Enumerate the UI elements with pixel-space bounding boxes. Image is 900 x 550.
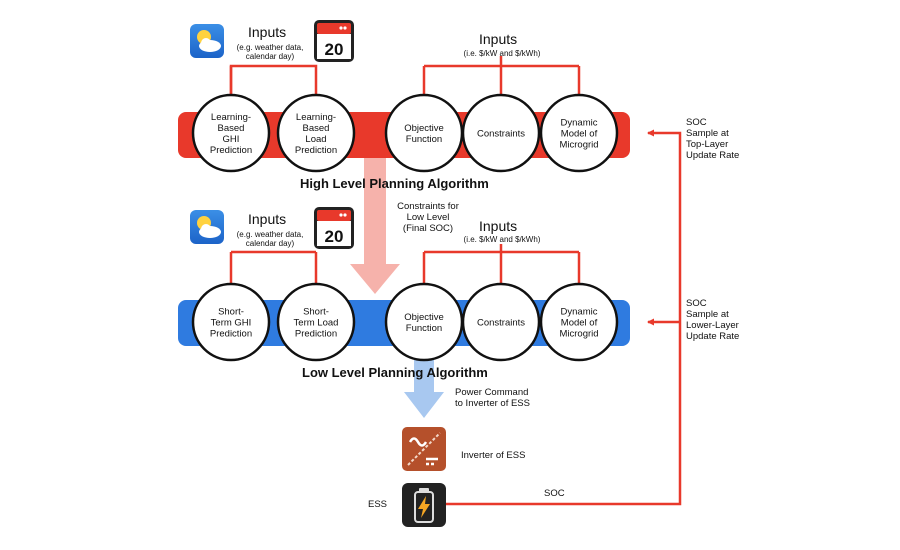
low-node-label: Objective — [404, 312, 444, 323]
low-node-label: Term Load — [294, 318, 339, 329]
note-line: calendar day) — [245, 52, 295, 62]
calendar-day: 20 — [325, 227, 344, 246]
power-command-arrow — [404, 352, 444, 418]
high-node-1 — [191, 93, 271, 173]
high-node-label: Based — [218, 123, 245, 134]
calendar-icon: 20 — [314, 207, 354, 249]
high-node-label: Constraints — [477, 129, 525, 140]
low-node-label: Model of — [561, 318, 598, 329]
note-line: Constraints for — [397, 201, 459, 212]
low-inputs-left-note: (e.g. weather data, calendar day) — [230, 230, 310, 248]
low-inputs-right-title: Inputs — [479, 218, 518, 234]
high-node-2 — [276, 93, 356, 173]
low-node-label: Dynamic — [561, 307, 598, 318]
constraints-transfer-arrow — [350, 152, 400, 294]
low-node-label: Constraints — [477, 318, 525, 329]
low-node-label: Microgrid — [559, 329, 598, 340]
battery-icon — [402, 483, 446, 527]
low-level-title: Low Level Planning Algorithm — [302, 365, 488, 380]
ess-label: ESS — [368, 499, 388, 510]
high-level-nodes: Learning-BasedGHIPredictionLearning-Base… — [191, 93, 619, 173]
high-node-label: Learning- — [211, 112, 251, 123]
high-node-label: Prediction — [295, 145, 337, 156]
note-line: Sample at — [686, 308, 729, 320]
note-line: to Inverter of ESS — [455, 397, 530, 409]
low-node-label: Short- — [218, 307, 244, 318]
note-line: Update Rate — [686, 149, 740, 161]
low-node-5 — [539, 282, 619, 362]
constraints-note: Constraints for Low Level (Final SOC) — [388, 201, 468, 235]
note-line: SOC — [686, 298, 707, 309]
high-node-label: Objective — [404, 123, 444, 134]
high-inputs-right-note: (i.e. $/kW and $/kWh) — [463, 49, 541, 58]
note-line: Update Rate — [686, 330, 740, 342]
note-line: calendar day) — [245, 239, 295, 249]
low-inputs-left-arrows — [227, 250, 320, 290]
note-line: Power Command — [455, 387, 529, 398]
low-node-label: Short- — [303, 307, 329, 318]
note-line: Lower-Layer — [686, 319, 739, 331]
high-node-label: Learning- — [296, 112, 336, 123]
soc-label: SOC — [544, 488, 565, 499]
low-node-label: Prediction — [210, 329, 252, 340]
note-line: Sample at — [686, 127, 729, 139]
high-node-4 — [461, 93, 541, 173]
high-node-label: Function — [406, 134, 442, 145]
high-node-label: Load — [305, 134, 326, 145]
calendar-icon: 20 — [314, 20, 354, 62]
note-line: (e.g. weather data, — [236, 230, 304, 239]
high-node-label: Microgrid — [559, 140, 598, 151]
high-node-label: Model of — [561, 129, 598, 140]
high-node-label: GHI — [223, 134, 240, 145]
soc-feedback-line — [446, 129, 682, 506]
low-inputs-right-arrows — [420, 244, 583, 290]
high-node-label: Based — [303, 123, 330, 134]
high-node-label: Dynamic — [561, 118, 598, 129]
inverter-label: Inverter of ESS — [461, 450, 526, 461]
low-node-label: Prediction — [295, 329, 337, 340]
note-line: Low Level — [406, 211, 450, 223]
inverter-icon — [402, 427, 446, 471]
high-inputs-right-title: Inputs — [479, 31, 518, 47]
low-node-label: Term GHI — [211, 318, 252, 329]
high-level-title: High Level Planning Algorithm — [300, 176, 489, 191]
low-node-label: Function — [406, 323, 442, 334]
weather-icon — [190, 24, 224, 58]
power-command-note: Power Command to Inverter of ESS — [455, 387, 530, 410]
weather-icon — [190, 210, 224, 244]
low-inputs-right-note: (i.e. $/kW and $/kWh) — [463, 235, 541, 244]
low-node-1 — [191, 282, 271, 362]
note-line: SOC — [686, 117, 707, 128]
low-inputs-left-title: Inputs — [248, 211, 287, 227]
low-node-2 — [276, 282, 356, 362]
note-line: (e.g. weather data, — [236, 43, 304, 52]
soc-lower-note: SOC Sample at Lower-Layer Update Rate — [686, 298, 740, 343]
high-inputs-left-note: (e.g. weather data, calendar day) — [230, 43, 310, 61]
calendar-day: 20 — [325, 40, 344, 59]
low-node-4 — [461, 282, 541, 362]
note-line: Top-Layer — [686, 138, 729, 150]
high-node-label: Prediction — [210, 145, 252, 156]
soc-top-note: SOC Sample at Top-Layer Update Rate — [686, 117, 740, 162]
note-line: (Final SOC) — [402, 222, 454, 234]
high-node-5 — [539, 93, 619, 173]
high-inputs-left-title: Inputs — [248, 24, 287, 40]
